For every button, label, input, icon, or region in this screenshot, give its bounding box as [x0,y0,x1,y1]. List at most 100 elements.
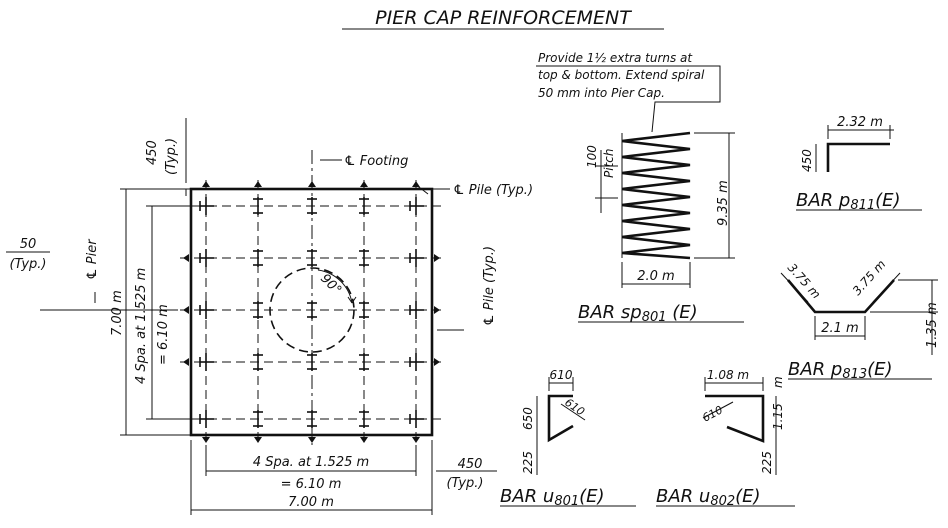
bar-u801-subscript: 801 [554,494,579,509]
dim-spa-left-b: = 6.10 m [156,304,171,365]
pile-bar-symbol [359,249,369,267]
bar-p811-suffix: (E) [875,190,900,211]
bar-u802-shape [705,394,765,443]
edge-bar-marker-right [434,306,440,314]
bar-p813-label: BAR p813(E) [788,359,893,382]
edge-bar-marker-bottom [412,437,420,443]
bar-u801-top: 610 [550,368,573,382]
bar-u802-diag: 610 [700,403,725,424]
pile-bar-symbol [253,353,263,371]
edge-bar-marker-right [434,254,440,262]
dim-450-bottom-value: 450 [458,457,483,472]
dim-50-value: 50 [20,237,37,252]
bar-u801-650: 650 [521,407,535,430]
drawing-title: PIER CAP REINFORCEMENT [375,7,632,29]
dim-spa-bottom-a: 4 Spa. at 1.525 m [253,455,369,470]
bar-u802-m: m [771,376,785,388]
pile-cl-label-right: ℄ Pile (Typ.) [482,246,497,326]
spiral-note-line-1: Provide 1½ extra turns at [538,51,693,65]
pitch-value: 100 [585,145,599,168]
bar-u801-suffix: (E) [579,486,604,507]
spiral-note-line-2: top & bottom. Extend spiral [538,68,705,82]
dim-450-top-typ: (Typ.) [164,138,179,175]
bar-p813-shape [787,279,895,314]
angle-arrow [347,296,357,304]
bar-p813-base: 2.1 m [821,321,858,336]
edge-bar-marker-bottom [254,437,262,443]
pile-bar-symbol [199,353,214,371]
bar-p811-label: BAR p811(E) [796,190,901,213]
dim-spa-left-a: 4 Spa. at 1.525 m [134,268,149,384]
dim-700-bottom-value: 7.00 m [288,495,334,510]
pile-bar-symbol [199,410,214,428]
footing-cl-label: ℄ Footing [344,154,408,169]
spiral-coil [621,131,691,260]
bar-u802-subscript: 802 [710,494,735,509]
edge-bar-marker-bottom [360,437,368,443]
plan-view: 90° ℄ Footing ℄ Pile (Typ.) ℄ Pile (Typ.… [6,118,533,515]
bar-p811-subscript: 811 [850,198,875,213]
pile-bar-symbol [409,197,424,215]
pier-cl-label: ℄ Pier [85,238,100,280]
bar-sp801-subscript: 801 [642,310,667,325]
pile-bar-symbol [253,197,263,215]
bar-p813-left-leg: 3.75 m [785,261,824,302]
bar-u801-detail: 610 610 650 225 BAR u801(E) [500,368,636,509]
pile-bar-symbol [253,301,263,319]
bar-p813-dim-right [872,272,901,303]
edge-bar-marker-top [412,181,420,187]
bar-u802-dim-diag [702,401,734,419]
pile-bar-symbol [409,353,424,371]
pitch-label: Pitch [602,149,616,178]
bar-p813-dim-left [780,272,809,303]
bar-u802-suffix: (E) [735,486,760,507]
bar-u801-diag: 610 [562,396,587,419]
dim-450-bottom-typ: (Typ.) [446,476,483,491]
edge-bar-marker-left [183,358,189,366]
pile-bar-symbol [359,301,369,319]
bar-u801-225: 225 [521,451,535,474]
bar-p813-suffix: (E) [867,359,892,380]
edge-bar-marker-bottom [308,437,316,443]
edge-bar-marker-top [202,181,210,187]
bar-p813-subscript: 813 [842,367,867,382]
dim-spa-bottom-b: = 6.10 m [281,477,342,492]
bar-sp801-label: BAR sp801 (E) [578,302,698,325]
bar-u801-prefix: BAR u [500,486,554,507]
spiral-bar-detail: Provide 1½ extra turns at top & bottom. … [536,51,744,325]
bar-sp801-prefix: BAR sp [578,302,642,323]
pile-bar-symbol [409,249,424,267]
spiral-note-leader [536,65,721,133]
bar-p811-height: 450 [800,149,814,172]
pile-bar-symbol [253,410,263,428]
bar-u801-dim-diag [560,403,586,421]
bar-u802-label: BAR u802(E) [656,486,761,509]
bar-u801-label: BAR u801(E) [500,486,605,509]
edge-bar-marker-bottom [202,437,210,443]
dim-50-typ: (Typ.) [9,257,46,272]
edge-bar-marker-top [254,181,262,187]
pile-bar-symbol [199,197,214,215]
edge-bar-marker-left [183,254,189,262]
pile-bar-symbol [199,249,214,267]
bar-sp801-suffix: (E) [667,302,698,323]
pile-bar-symbol [359,197,369,215]
bar-u802-top: 1.08 m [707,368,749,382]
bar-p811-detail: 2.32 m 450 BAR p811(E) [796,115,922,213]
spiral-width-value: 2.0 m [637,269,674,284]
bar-u802-prefix: BAR u [656,486,710,507]
bar-p813-prefix: BAR p [788,359,842,380]
dim-450-top-value: 450 [145,140,160,165]
bar-u801-shape [547,394,574,443]
pile-cl-label-top: ℄ Pile (Typ.) [453,183,533,198]
bar-p811-shape [826,142,890,172]
edge-bar-marker-left [183,306,189,314]
bar-p813-detail: 3.75 m 3.75 m 2.1 m 1.35 m BAR p813(E) [780,257,940,382]
spiral-note-line-3: 50 mm into Pier Cap. [538,86,665,100]
dim-700-left-value: 7.00 m [110,290,125,336]
pile-bar-symbol [199,301,214,319]
bar-p813-side: 1.35 m [925,302,940,348]
angle-arc [317,269,353,304]
pile-bar-symbol [253,249,263,267]
